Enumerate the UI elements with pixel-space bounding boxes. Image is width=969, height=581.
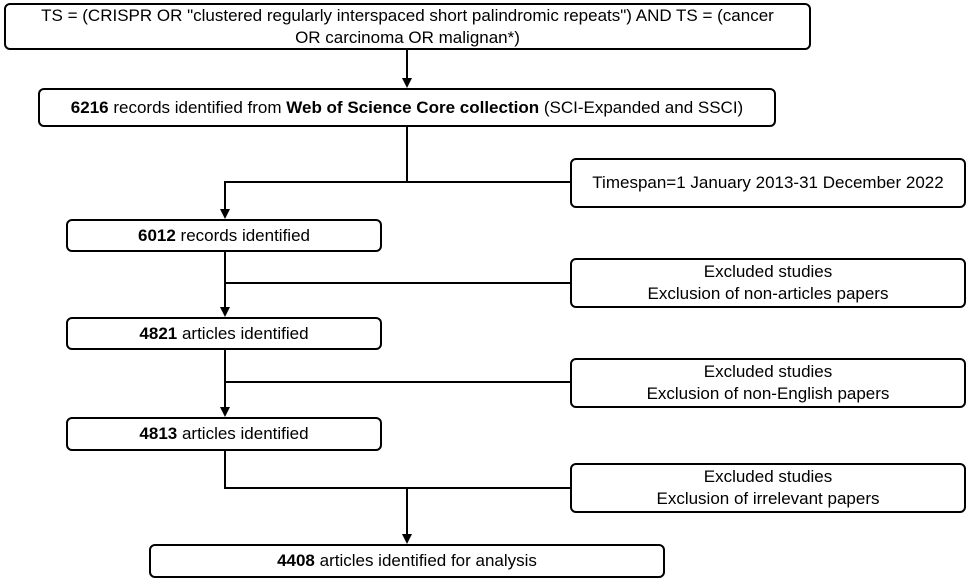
step1-box: 6012 records identified <box>66 219 382 252</box>
exclusion1-box: Excluded studies Exclusion of non-articl… <box>570 258 966 308</box>
step1-text: 6012 records identified <box>138 225 310 247</box>
step3-text: 4813 articles identified <box>139 423 308 445</box>
search-query-box: TS = (CRISPR OR "clustered regularly int… <box>4 3 811 50</box>
step1-count: 6012 <box>137 225 176 245</box>
step2-label: articles identified <box>177 323 309 343</box>
exclusion2-box: Excluded studies Exclusion of non-Englis… <box>570 358 966 408</box>
source-text-b: (SCI-Expanded and SSCI) <box>539 97 744 117</box>
exclusion3-detail: Exclusion of irrelevant papers <box>656 489 880 508</box>
final-box: 4408 articles identified for analysis <box>149 544 665 578</box>
exclusion1-title: Excluded studies <box>703 262 833 281</box>
source-database: Web of Science Core collection <box>286 97 540 117</box>
arrow-source-to-step1 <box>220 127 408 219</box>
final-label: articles identified for analysis <box>314 551 537 570</box>
final-text: 4408 articles identified for analysis <box>277 550 537 572</box>
exclusion1-detail: Exclusion of non-articles papers <box>647 284 889 303</box>
source-records-text: 6216 records identified from Web of Scie… <box>71 97 743 119</box>
timespan-box: Timespan=1 January 2013-31 December 2022 <box>570 158 966 208</box>
final-count: 4408 <box>277 551 315 570</box>
source-text-a: records identified from <box>108 97 287 117</box>
step3-label: articles identified <box>177 424 309 443</box>
exclusion2-detail: Exclusion of non-English papers <box>646 384 890 403</box>
step2-text: 4821 articles identified <box>139 323 308 345</box>
search-query-line2: OR carcinoma OR malignan*) <box>295 27 520 47</box>
step2-box: 4821 articles identified <box>66 317 382 350</box>
source-records-box: 6216 records identified from Web of Scie… <box>38 88 776 127</box>
search-query-line1: TS = (CRISPR OR "clustered regularly int… <box>41 5 774 25</box>
exclusion3-box: Excluded studies Exclusion of irrelevant… <box>570 463 966 513</box>
exclusion3-title: Excluded studies <box>703 467 833 486</box>
source-count: 6216 <box>70 97 109 117</box>
exclusion2-title: Excluded studies <box>703 362 833 381</box>
step3-count: 4813 <box>139 424 178 443</box>
arrow-step3-to-final <box>224 451 412 544</box>
step2-count: 4821 <box>139 323 178 343</box>
step1-label: records identified <box>175 225 310 245</box>
timespan-label: Timespan=1 January 2013-31 December 2022 <box>592 173 944 192</box>
step3-box: 4813 articles identified <box>66 417 382 451</box>
